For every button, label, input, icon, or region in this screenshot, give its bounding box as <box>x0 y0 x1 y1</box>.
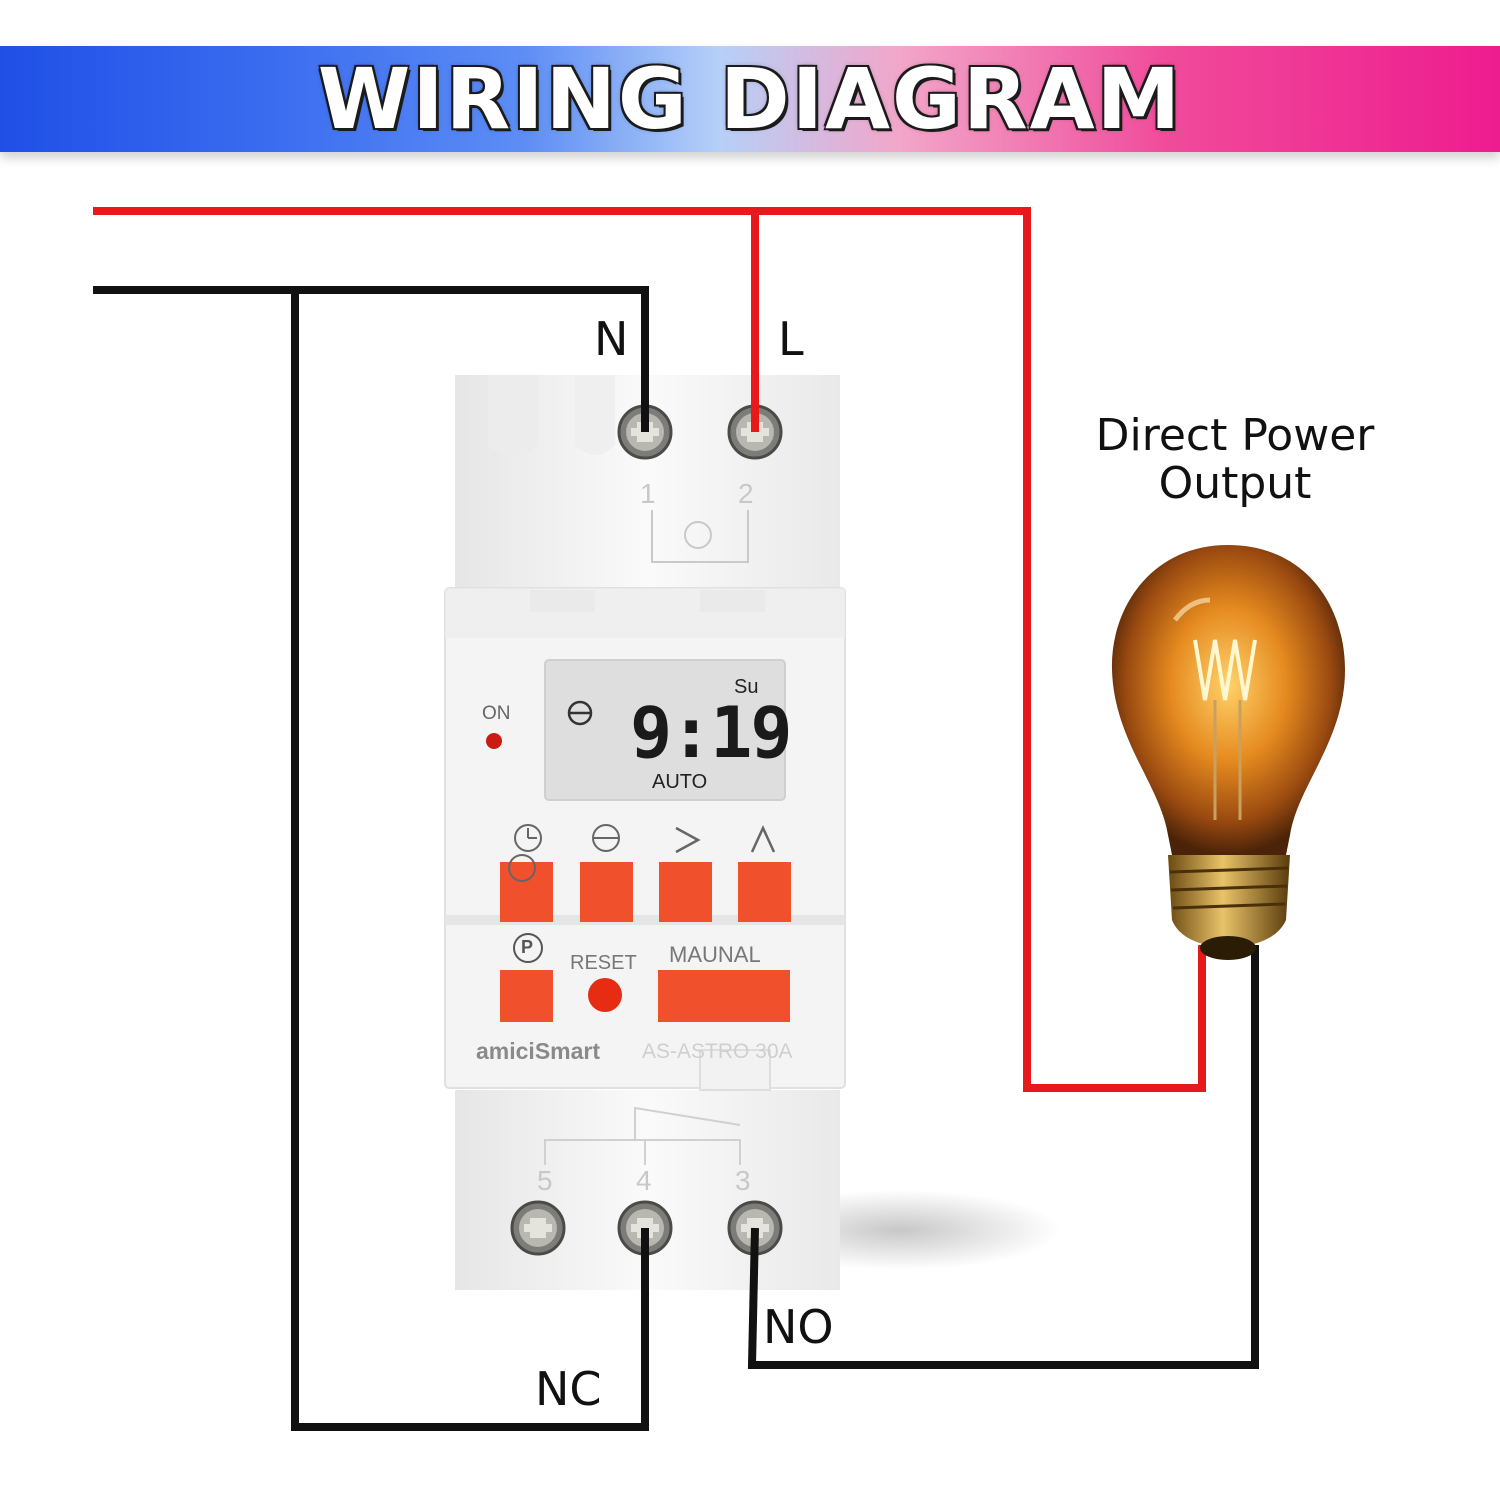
no-label: NO <box>763 1300 834 1354</box>
power-led <box>486 733 502 749</box>
terminal-number-2: 2 <box>738 478 754 509</box>
live-label: L <box>778 312 804 366</box>
page-title: WIRING DIAGRAM <box>317 50 1183 148</box>
reset-button <box>588 978 622 1012</box>
manual-button <box>658 970 790 1022</box>
up-button <box>738 862 791 922</box>
clock-button <box>500 862 553 922</box>
lcd-mode: AUTO <box>652 771 708 793</box>
terminal-number-4: 4 <box>636 1165 652 1196</box>
light-bulb-icon <box>1111 545 1345 960</box>
sun-button <box>580 862 633 922</box>
no-wire <box>747 945 1259 1369</box>
lcd-display <box>544 659 786 801</box>
terminal-number-1: 1 <box>640 478 656 509</box>
live-wire <box>93 207 1206 1092</box>
terminal-5-screw <box>510 1200 566 1256</box>
nc-label: NC <box>535 1362 602 1416</box>
nc-wire <box>291 290 649 1431</box>
title-banner <box>0 46 1500 152</box>
neutral-label: N <box>594 312 629 366</box>
on-label: ON <box>482 703 511 724</box>
next-button <box>659 862 712 922</box>
program-symbol: P <box>521 937 534 957</box>
terminal-number-5: 5 <box>537 1165 553 1196</box>
output-label-line2: Output <box>1158 458 1312 509</box>
model-label: AS-ASTRO 30A <box>642 1040 793 1063</box>
program-button <box>500 970 553 1022</box>
output-label: Direct Power Output <box>1060 412 1410 508</box>
clock-mark-icon <box>684 521 712 549</box>
up-symbol-icon <box>750 824 776 853</box>
neutral-wire <box>93 286 649 432</box>
terminal-number-3: 3 <box>735 1165 751 1196</box>
reset-label: RESET <box>570 952 637 974</box>
lcd-day: Su <box>734 676 759 698</box>
lcd-time: 9:19 <box>630 692 793 774</box>
output-label-line1: Direct Power <box>1095 410 1375 461</box>
timer-device <box>444 375 846 1290</box>
program-symbol-icon <box>513 933 543 963</box>
manual-label: MAUNAL <box>669 942 761 967</box>
clock-symbol-icon <box>514 824 542 852</box>
brand-logo: amiciSmart <box>476 1038 601 1064</box>
sun-symbol-icon <box>592 824 620 852</box>
next-symbol-icon <box>675 826 701 854</box>
